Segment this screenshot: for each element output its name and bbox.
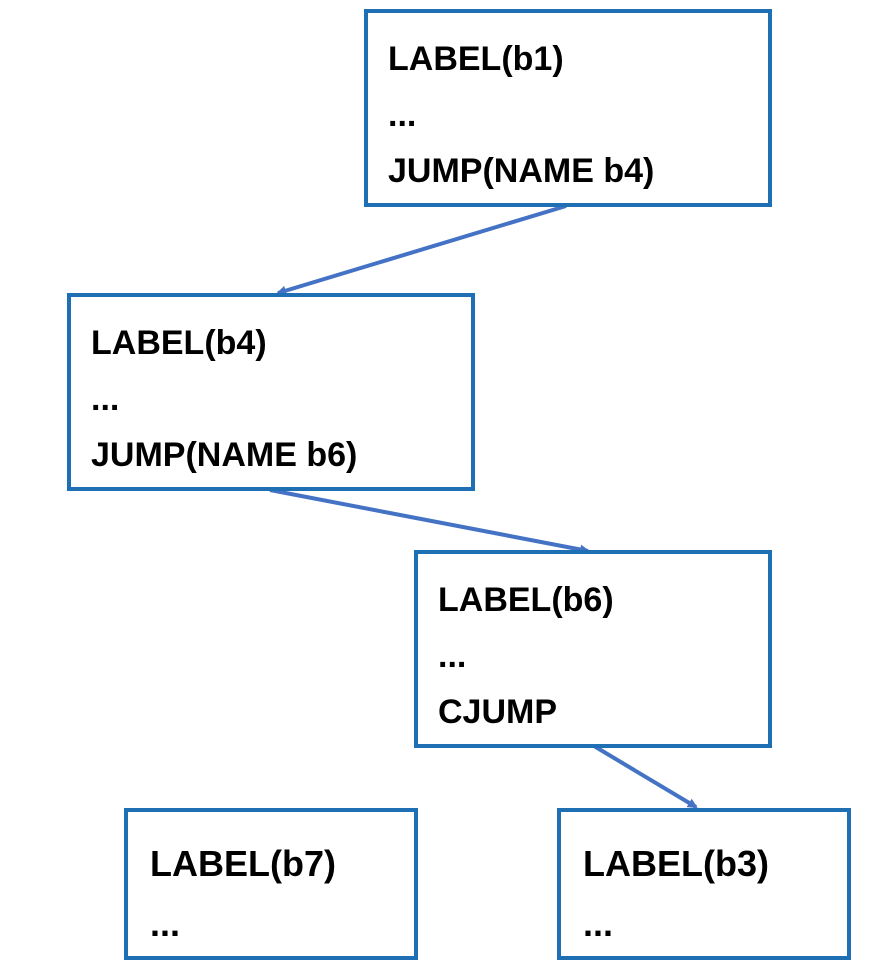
block-b6-line-1: LABEL(b6) [438, 581, 614, 619]
block-b6-line-2: ... [438, 637, 467, 675]
block-b6-line-3: CJUMP [438, 693, 558, 731]
edge-b4-to-b6 [269, 488, 590, 555]
edge-b6-to-b3 [592, 744, 698, 809]
basic-block-b4: LABEL(b4) ... JUMP(NAME b6) [67, 293, 475, 491]
edge-b1-to-b4 [276, 204, 567, 296]
basic-block-b6: LABEL(b6) ... CJUMP [414, 550, 772, 748]
block-b3-line-2: ... [583, 903, 614, 944]
block-b7-line-1: LABEL(b7) [150, 843, 336, 884]
basic-block-b1: LABEL(b1) ... JUMP(NAME b4) [364, 9, 772, 207]
basic-block-b7: LABEL(b7) ... [124, 808, 418, 960]
block-b4-line-2: ... [91, 380, 120, 418]
block-b1-line-2: ... [388, 96, 417, 134]
block-b7-line-2: ... [150, 903, 181, 944]
block-b3-line-1: LABEL(b3) [583, 843, 769, 884]
block-b1-line-1: LABEL(b1) [388, 40, 564, 78]
block-b4-line-1: LABEL(b4) [91, 324, 267, 362]
basic-block-b3: LABEL(b3) ... [557, 808, 851, 960]
block-b4-line-3: JUMP(NAME b6) [91, 436, 358, 474]
block-b1-line-3: JUMP(NAME b4) [388, 152, 655, 190]
